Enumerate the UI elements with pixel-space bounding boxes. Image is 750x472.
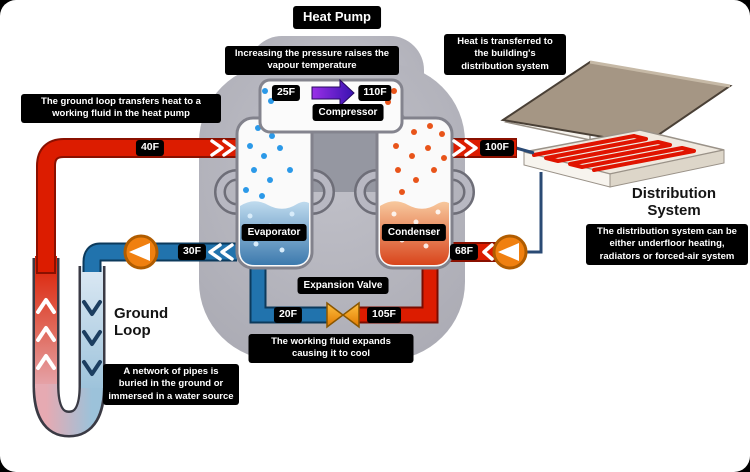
ground-loop-note-top: The ground loop transfers heat to a work… xyxy=(21,94,221,123)
flow-right-arrows-icon xyxy=(210,139,236,157)
distribution-note-bottom: The distribution system can be either un… xyxy=(586,224,748,266)
flow-arrows xyxy=(208,139,494,261)
house-side-wall xyxy=(609,149,725,188)
pump-rotor-icon xyxy=(129,243,150,261)
condenser-label: Condenser xyxy=(381,224,447,241)
distribution-system-heading: Distribution System xyxy=(631,185,717,219)
flow-left-arrows-icon xyxy=(482,243,494,261)
expansion-valve-icon xyxy=(326,301,360,329)
circulation-pump-right xyxy=(492,234,528,270)
pressure-arrow-icon xyxy=(311,78,355,108)
flow-up-arrows-icon xyxy=(36,298,56,370)
condensing-bubbles xyxy=(391,209,441,249)
ground-loop-heading: Ground Loop xyxy=(114,305,169,339)
temp-evaporator-in: 20F xyxy=(273,307,303,323)
condenser-vessel xyxy=(375,116,454,270)
temp-compressor-out: 110F xyxy=(358,85,392,101)
distribution-note-top: Heat is transferred to the building's di… xyxy=(444,34,566,76)
temp-ground-return: 30F xyxy=(177,244,207,260)
underfloor-heating-coil xyxy=(532,134,696,172)
distribution-connection-lines xyxy=(515,146,543,254)
temp-distribution-return: 68F xyxy=(449,244,479,260)
temp-distribution-supply: 100F xyxy=(480,140,514,156)
flow-left-arrows-icon xyxy=(208,243,234,261)
ground-loop-pipe xyxy=(32,256,106,438)
page-title: Heat Pump xyxy=(293,6,381,29)
hot-vapour-dots xyxy=(393,123,447,195)
evaporator-vessel xyxy=(235,116,314,270)
expansion-note: The working fluid expands causing it to … xyxy=(248,334,414,363)
temp-ground-supply: 40F xyxy=(135,140,165,156)
compressor-dots xyxy=(262,88,397,105)
ground-loop-note-bottom: A network of pipes is buried in the grou… xyxy=(103,364,239,406)
temp-condenser-out: 105F xyxy=(367,307,401,323)
temp-compressor-in: 25F xyxy=(271,85,301,101)
flow-right-arrows-icon xyxy=(452,139,478,157)
compressor-note: Increasing the pressure raises the vapou… xyxy=(225,46,399,75)
expansion-valve-label: Expansion Valve xyxy=(297,277,389,294)
compressor-label: Compressor xyxy=(312,104,384,121)
evaporator-label: Evaporator xyxy=(241,224,307,241)
pump-rotor-icon xyxy=(498,243,519,261)
circulation-pump-left xyxy=(123,234,159,270)
house-illustration xyxy=(500,60,733,188)
flow-down-arrows-icon xyxy=(82,300,102,376)
cold-pipes xyxy=(82,242,332,324)
